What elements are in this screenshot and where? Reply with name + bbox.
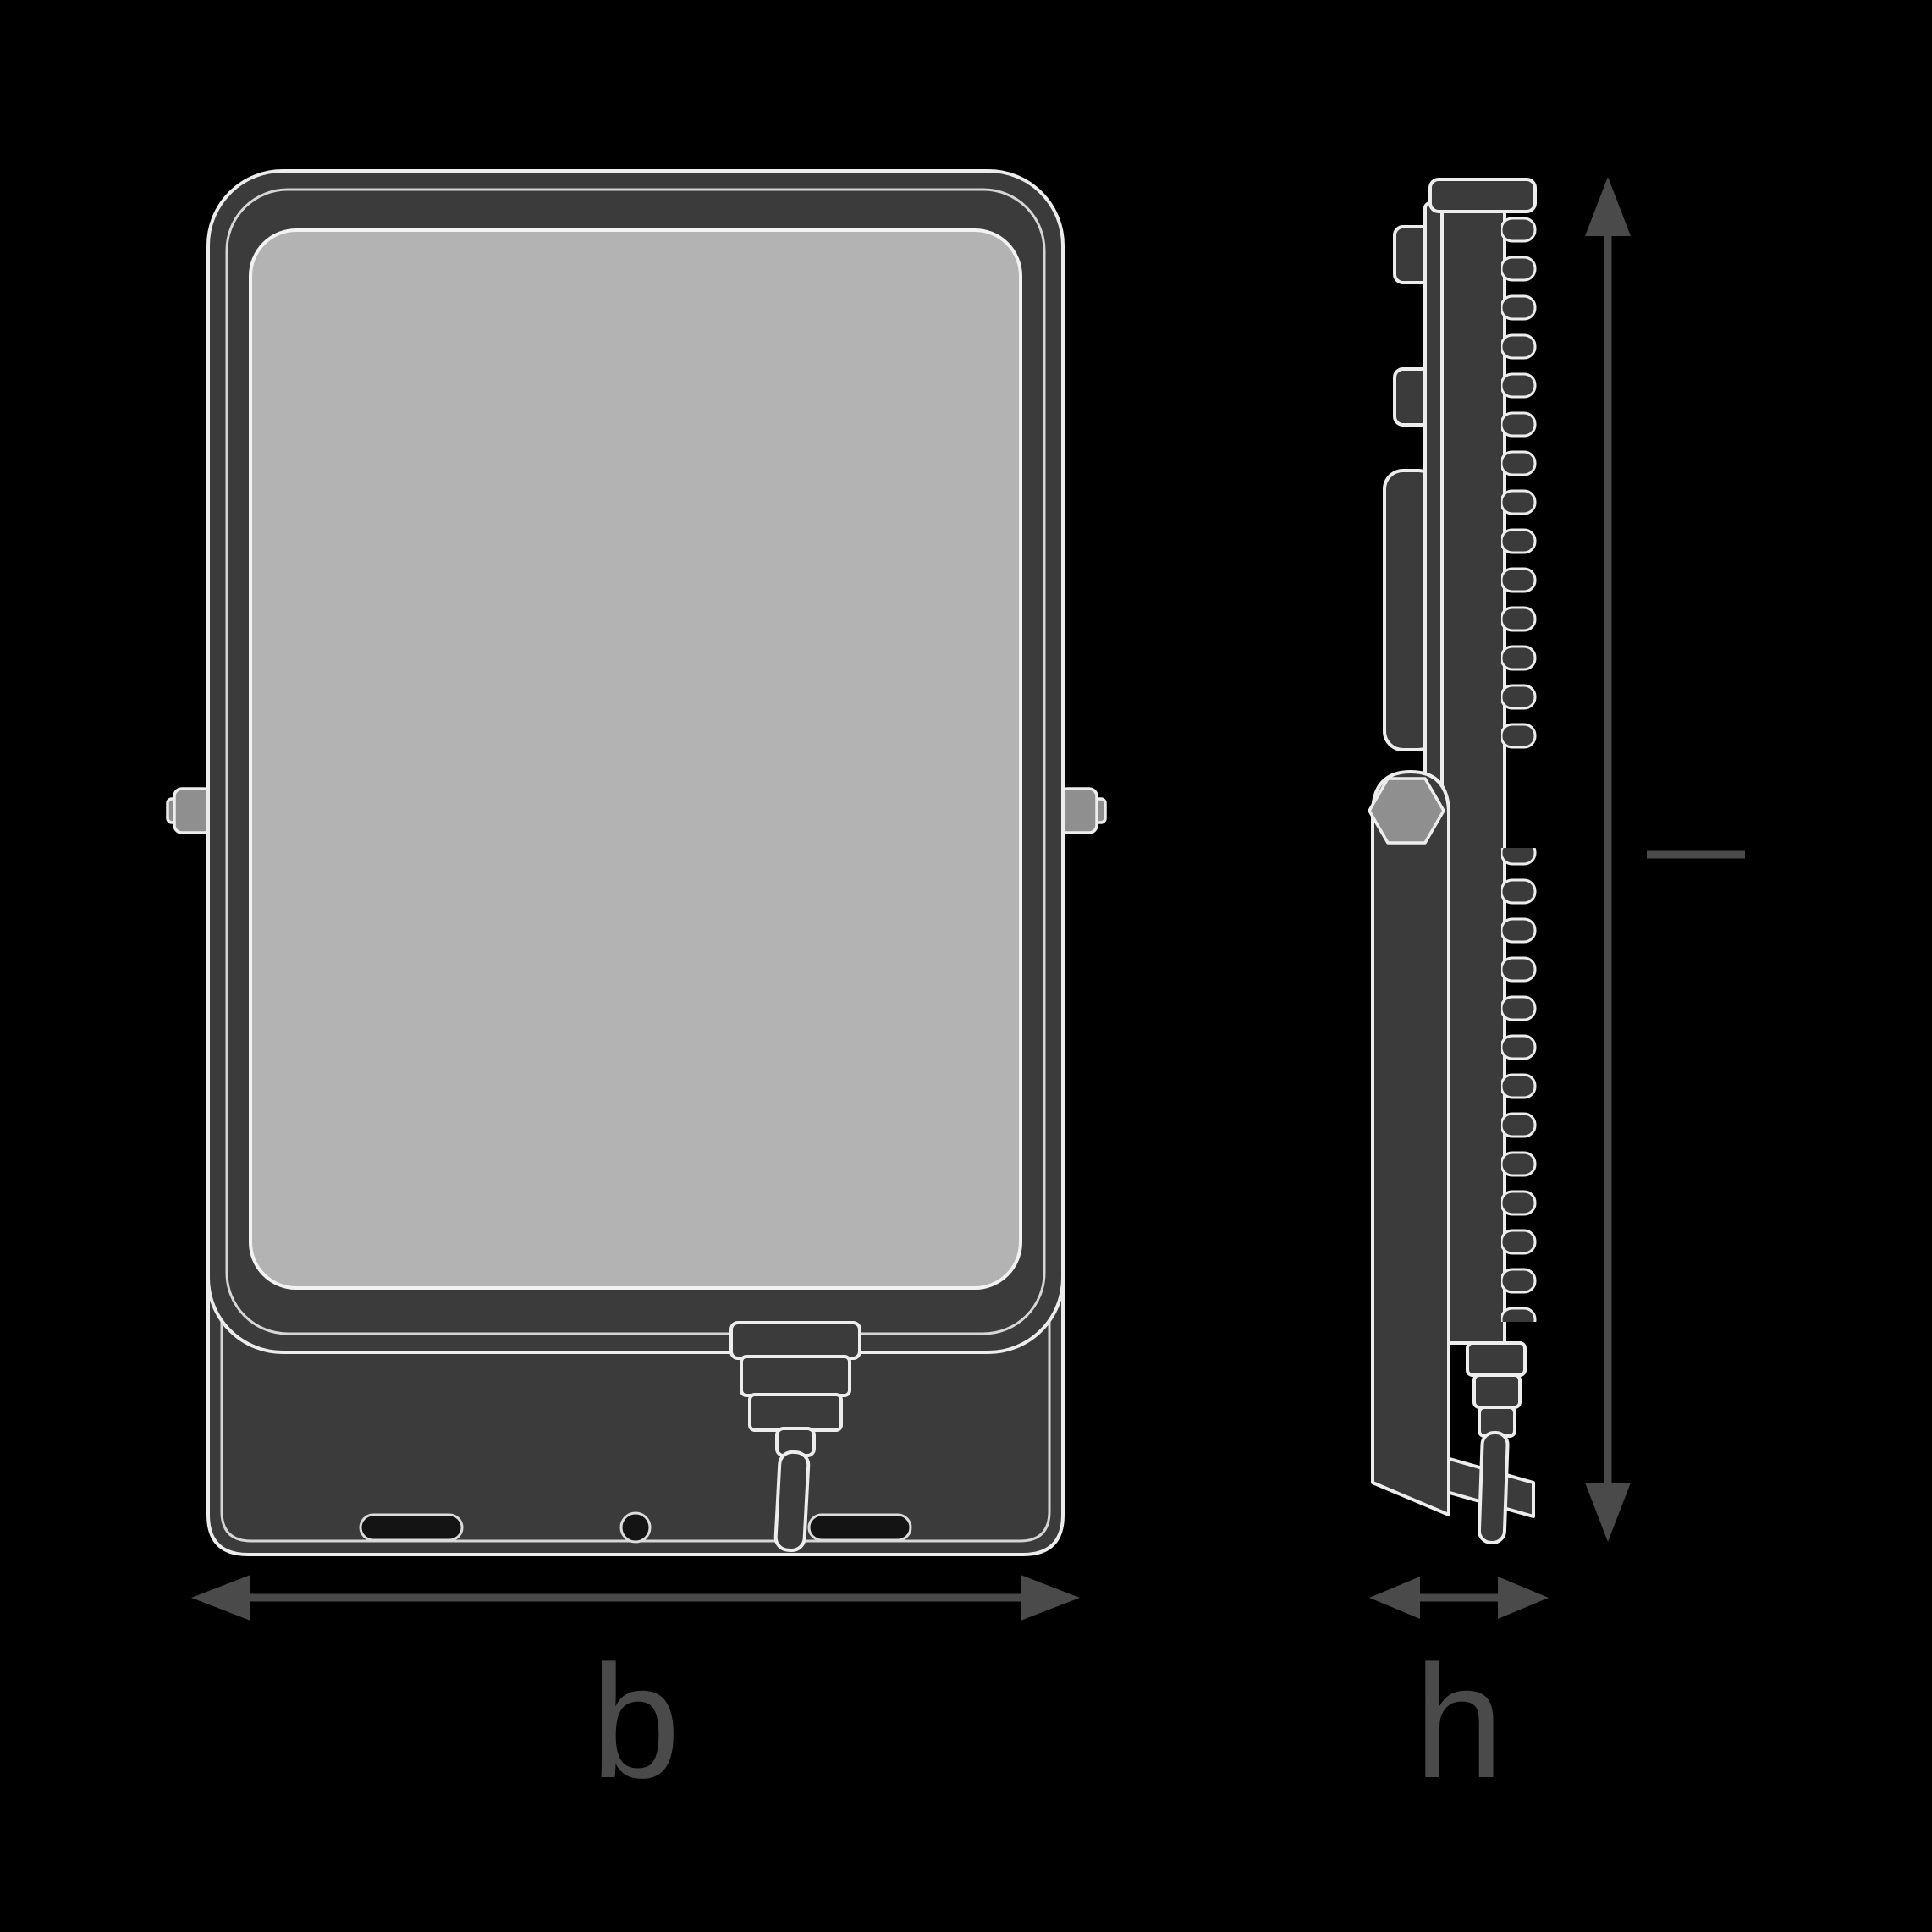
width-dimension-label: b — [591, 1632, 680, 1812]
floodlight-frame-line — [225, 188, 1046, 1335]
cable — [773, 1450, 811, 1552]
lens — [249, 228, 1022, 1290]
width-dimension-arrow — [191, 1575, 1080, 1621]
side-cable — [1477, 1430, 1510, 1544]
side-view — [1368, 178, 1538, 1544]
bracket-slot-left — [359, 1513, 464, 1542]
height-dimension-arrow — [1585, 177, 1631, 1542]
front-view — [166, 169, 1107, 1556]
side-top-cap — [1428, 178, 1537, 213]
bracket-hole — [619, 1511, 652, 1544]
side-gland-body — [1472, 1373, 1522, 1409]
heatsink-fins-upper — [1501, 211, 1538, 756]
heatsink-fins-lower — [1501, 848, 1538, 1322]
depth-dimension-label: h — [1414, 1632, 1504, 1812]
gland-body — [740, 1355, 851, 1397]
bracket-slot-right — [807, 1513, 912, 1542]
hinge-knob-left — [173, 787, 213, 834]
side-bracket-arm — [1371, 770, 1450, 1516]
depth-dimension-arrow — [1369, 1577, 1549, 1619]
pivot-bolt — [1368, 777, 1445, 845]
gland-nut — [748, 1393, 843, 1432]
cable-gland — [729, 1321, 861, 1552]
gland-cap — [729, 1321, 861, 1360]
side-cable-gland — [1466, 1341, 1527, 1544]
side-gland-cap — [1466, 1341, 1527, 1377]
hinge-knob-right — [1058, 787, 1098, 834]
